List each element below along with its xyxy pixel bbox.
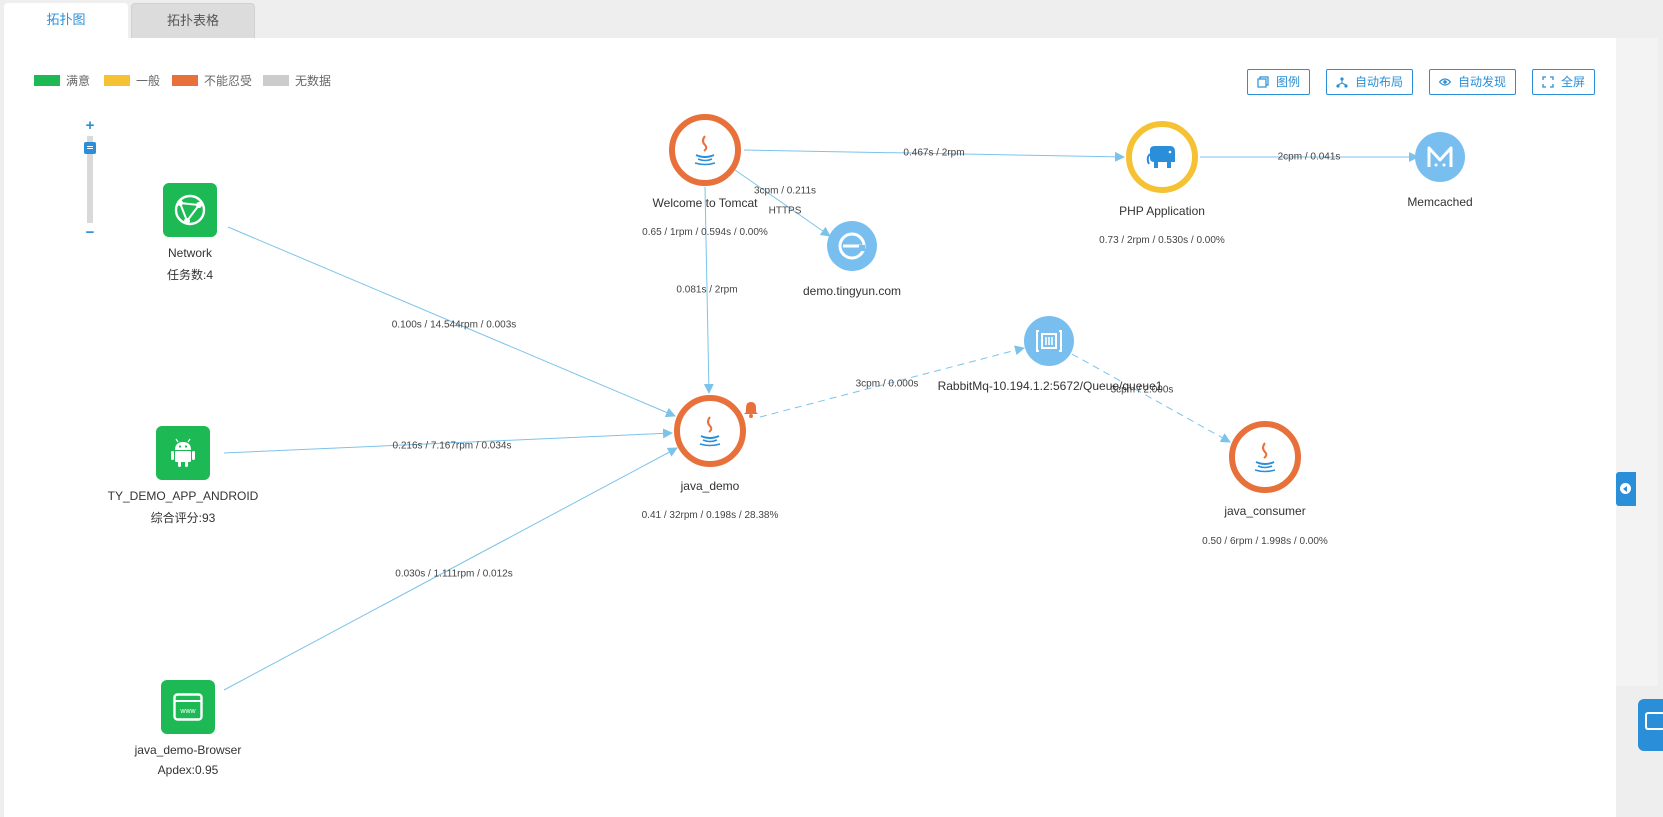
tab-bar: 拓扑图 拓扑表格 [0,0,1663,38]
edge-tomcat-php[interactable] [743,149,1125,162]
node-java-demo[interactable] [674,395,746,467]
eye-icon [1439,78,1451,86]
auto-layout-button-label: 自动布局 [1355,75,1404,89]
edge-label: 0.081s / 2rpm [676,284,738,296]
edge-label: 0.467s / 2rpm [903,147,965,159]
legend-button-label: 图例 [1276,75,1301,89]
edge-rabbitmq-consumer[interactable] [1071,353,1231,443]
node-label: RabbitMq-10.194.1.2:5672/Queue/queue1 [937,379,1163,393]
side-strip [1616,38,1658,686]
legend-label: 不能忍受 [204,74,253,88]
layout-icon [1336,77,1348,88]
fullscreen-icon [1542,76,1554,88]
node-stats: 0.65 / 1rpm / 0.594s / 0.00% [642,227,768,238]
node-label: Memcached [1407,195,1473,209]
java-icon [1254,442,1276,473]
chevron-left-icon [1623,486,1627,492]
alert-bell-icon[interactable] [743,401,759,418]
edge-protocol-label: HTTPS [768,205,802,217]
memcached-icon [1427,146,1453,167]
legend-label: 无数据 [295,74,332,88]
edge-label: 0.100s / 14.544rpm / 0.003s [391,319,517,331]
edge-android-java[interactable] [223,428,673,454]
node-stats: 0.73 / 2rpm / 0.530s / 0.00% [1099,235,1225,246]
edge-tomcat-java[interactable] [703,186,714,394]
node-subtitle: 任务数:4 [166,268,214,282]
node-android-app[interactable] [156,426,210,480]
edge-label: 0.216s / 7.167rpm / 0.034s [392,440,512,452]
legend-label: 一般 [136,74,161,88]
legend-swatch-yellow [104,75,130,86]
chat-button[interactable] [1638,699,1663,751]
edge-label: 2cpm / 0.041s [1277,151,1341,163]
edge-java-rabbitmq[interactable] [759,345,1025,418]
node-label: java_demo-Browser [134,743,242,757]
chat-icon [1645,712,1663,730]
java-icon [694,135,716,166]
edge-tomcat-demo[interactable] [734,169,831,237]
node-label: TY_DEMO_APP_ANDROID [107,489,259,503]
legend-swatch-orange [172,75,198,86]
zoom-slider[interactable]: + − [84,117,96,250]
side-panel-toggle[interactable] [1616,472,1636,506]
node-subtitle: Apdex:0.95 [157,763,219,777]
edge-network-java[interactable] [227,226,676,418]
auto-discover-button-label: 自动发现 [1458,75,1507,89]
node-label: PHP Application [1119,204,1205,218]
tab-topology-table[interactable]: 拓扑表格 [131,3,255,38]
node-network[interactable] [163,183,217,237]
external-service-icon [838,232,866,260]
node-rabbitmq[interactable] [1024,316,1074,366]
node-subtitle: 综合评分:93 [150,511,216,525]
node-label: java_demo [680,479,740,493]
php-elephant-icon [1146,146,1175,168]
legend-item-normal: 一般 [104,72,160,89]
legend-label: 满意 [66,74,91,88]
node-label: java_consumer [1224,504,1306,518]
legend-item-satisfied: 满意 [34,72,90,89]
node-memcached[interactable] [1415,132,1465,182]
zoom-handle[interactable] [84,142,96,154]
edge-label: 3cpm / 0.211s [753,185,817,197]
legend-item-intolerable: 不能忍受 [172,72,252,89]
zoom-out-button[interactable]: − [85,224,95,241]
zoom-track[interactable] [87,136,93,223]
java-icon [699,416,721,447]
message-queue-icon [1036,330,1062,352]
node-label: Network [167,246,213,260]
fullscreen-button[interactable]: 全屏 [1532,69,1596,95]
legend-item-no-data: 无数据 [263,72,331,89]
legend-button[interactable]: 图例 [1247,69,1311,95]
auto-discover-button[interactable]: 自动发现 [1429,69,1517,95]
node-demo-tingyun[interactable] [827,221,877,271]
legend-swatch-green [34,75,60,86]
legend-swatch-gray [263,75,289,86]
node-stats: 0.41 / 32rpm / 0.198s / 28.38% [641,510,779,521]
edge-label: 3cpm / 0.000s [855,378,919,390]
node-php-application[interactable] [1126,121,1198,193]
browser-icon: www [173,693,203,721]
edge-browser-java[interactable] [223,447,678,691]
zoom-in-button[interactable]: + [85,117,95,134]
node-java-consumer[interactable] [1229,421,1301,493]
svg-text:www: www [179,708,196,715]
copy-icon [1257,76,1269,88]
node-label: demo.tingyun.com [802,284,902,298]
android-icon [171,438,195,467]
node-welcome-to-tomcat[interactable] [669,114,741,186]
edge-label: 3cpm / 2.000s [1110,384,1174,396]
node-label: Welcome to Tomcat [652,196,758,210]
tab-topology[interactable]: 拓扑图 [4,3,128,38]
edge-label: 0.030s / 1.111rpm / 0.012s [395,568,513,580]
auto-layout-button[interactable]: 自动布局 [1326,69,1414,95]
topology-panel [4,38,1616,817]
node-stats: 0.50 / 6rpm / 1.998s / 0.00% [1202,536,1328,547]
network-icon [174,194,206,226]
fullscreen-button-label: 全屏 [1561,75,1586,89]
node-browser[interactable]: www [161,680,215,734]
